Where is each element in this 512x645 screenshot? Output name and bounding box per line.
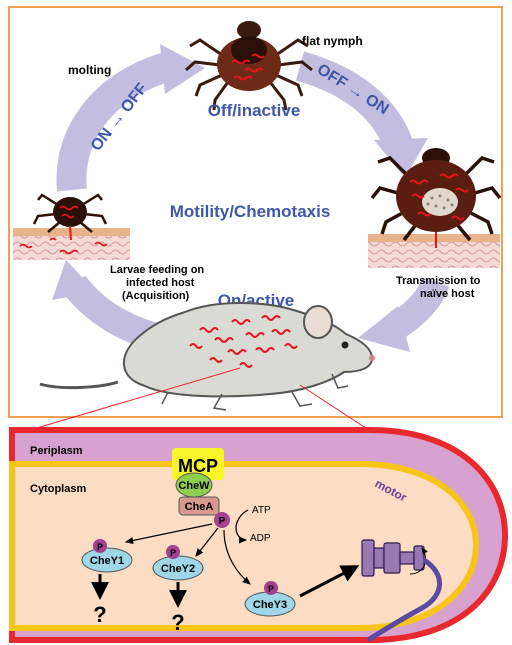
phosphotransfer-arrows (124, 523, 251, 585)
flagellum (366, 557, 442, 643)
flat-nymph-label: flat nymph (302, 34, 363, 48)
chew-label: CheW (178, 480, 210, 492)
mouse-host-image (39, 302, 375, 411)
transmission-label-line1: Transmission to (396, 275, 481, 287)
larvae-feeding-label-line1: Larvae feeding on (110, 264, 204, 276)
off-inactive-heading: Off/inactive (208, 101, 301, 120)
chey2-label: CheY2 (161, 563, 195, 575)
chey1-phosphate-label: P (97, 542, 103, 552)
chey3-phosphate (264, 581, 278, 595)
cycle-arrow-transmission (358, 276, 450, 352)
periplasm-label: Periplasm (30, 445, 83, 457)
chea-phosphate-label: P (219, 516, 226, 527)
life-cycle-panel: ON → OFF OFF → ON f (8, 6, 503, 418)
larvae-feeding-label-line2: infected host (126, 277, 195, 289)
larva-feeding-image (13, 193, 130, 260)
cycle-arrow-off-on (295, 51, 428, 178)
cycle-arrow-on-off (56, 44, 205, 192)
flagellar-motor (361, 539, 428, 577)
chey3-to-motor-arrow (299, 565, 360, 598)
engorged-nymph-image (368, 148, 502, 268)
atp-label: ATP (252, 505, 271, 516)
chey3-phosphate-label: P (268, 584, 274, 594)
chey3-label: CheY3 (253, 599, 287, 611)
transmission-label-line2: naïve host (420, 288, 475, 300)
cytoplasm-label: Cytoplasm (30, 483, 86, 495)
chea-protein (178, 496, 220, 516)
chey1-protein (81, 547, 133, 573)
atp-adp-arrow (235, 509, 249, 544)
chey2-unknown-output: ? (171, 610, 184, 635)
adp-label: ADP (250, 533, 271, 544)
chey1-unknown-output: ? (93, 602, 106, 627)
chea-phosphate (214, 512, 230, 528)
chey1-label: CheY1 (90, 555, 124, 567)
flat-nymph-tick-image (185, 21, 313, 111)
zoom-lines (29, 367, 373, 433)
chey2-phosphate-label: P (170, 548, 176, 558)
motility-chemotaxis-heading: Motility/Chemotaxis (170, 202, 331, 221)
molting-label: molting (68, 63, 111, 77)
mcp-receptor (172, 448, 224, 480)
inner-membrane (9, 461, 480, 631)
mcp-label: MCP (178, 456, 218, 476)
chea-label: CheA (185, 501, 214, 513)
chey1-phosphate (93, 539, 107, 553)
cell-panel: Periplasm Cytoplasm MCP CheW CheA P ATP … (9, 427, 509, 643)
larvae-feeding-label-line3: (Acquisition) (122, 290, 190, 302)
chey2-phosphate (166, 545, 180, 559)
